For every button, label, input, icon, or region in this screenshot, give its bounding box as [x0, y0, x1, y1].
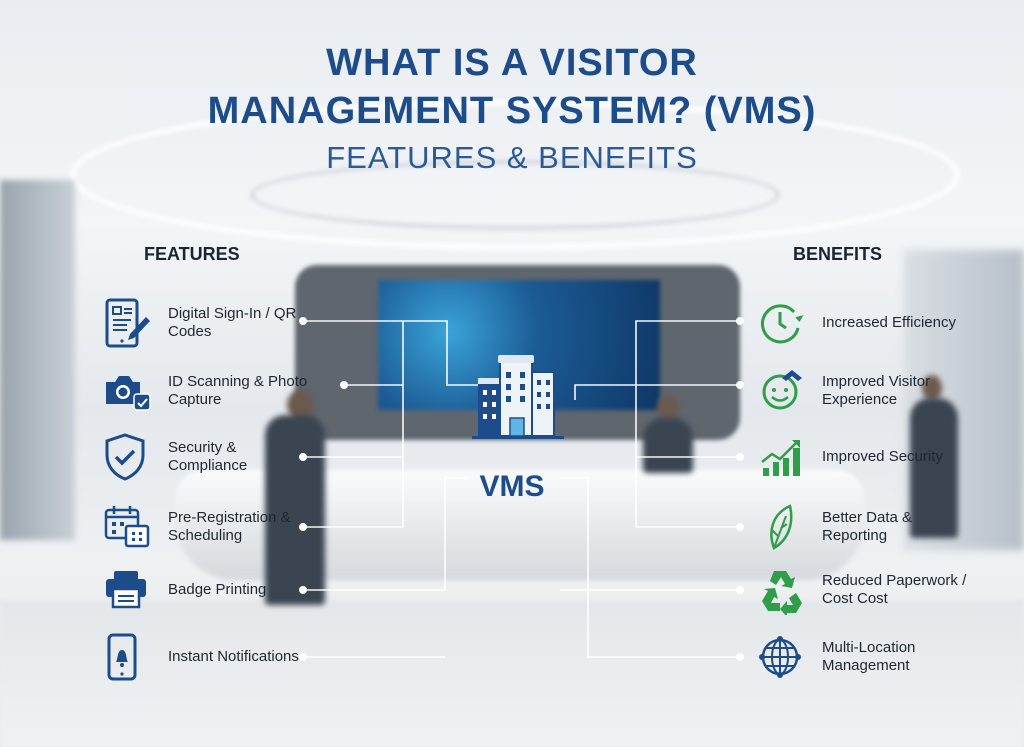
feature-item: Pre-Registration & Scheduling — [104, 502, 318, 552]
feature-item: ID Scanning & Photo Capture — [104, 366, 318, 416]
benefit-item: Better Data & Reporting — [758, 502, 972, 552]
leaf-icon — [770, 504, 793, 550]
shield-check-icon — [105, 433, 145, 481]
phone-bell-icon — [107, 633, 137, 681]
benefit-item: Multi-Location Management — [758, 632, 972, 682]
title-line-2: MANAGEMENT SYSTEM? (VMS) — [207, 90, 817, 132]
benefit-label: Improved Security — [822, 448, 943, 465]
benefit-label: Increased Efficiency — [822, 314, 956, 331]
benefit-label: Multi-Location Management — [822, 639, 916, 674]
clock-icon — [761, 304, 804, 344]
feature-item: Digital Sign-In / QR Codes — [104, 298, 318, 348]
tablet-pen-icon — [105, 298, 150, 348]
globe-icon — [759, 636, 801, 678]
building-icon — [472, 355, 564, 439]
feature-label: Pre-Registration & Scheduling — [168, 509, 291, 544]
feature-label: ID Scanning & Photo Capture — [168, 373, 308, 408]
benefit-item: Increased Efficiency — [758, 298, 972, 348]
benefit-item: Reduced Paperwork / Cost Cost — [758, 565, 972, 615]
subtitle: FEATURES & BENEFITS — [326, 140, 698, 175]
recycle-icon — [762, 571, 802, 615]
feature-item: Security & Compliance — [104, 432, 318, 482]
benefit-item: Improved Visitor Experience — [758, 366, 972, 416]
camera-icon — [106, 376, 151, 411]
feature-label: Instant Notifications — [168, 648, 299, 665]
benefits-heading: BENEFITS — [793, 244, 883, 264]
printer-icon — [106, 571, 146, 609]
vms-label: VMS — [479, 470, 545, 503]
benefit-label: Better Data & Reporting — [822, 509, 913, 544]
feature-label: Digital Sign-In / QR Codes — [168, 305, 297, 340]
features-heading: FEATURES — [144, 244, 240, 264]
benefit-item: Improved Security — [758, 432, 972, 482]
smiley-icon — [762, 370, 802, 410]
feature-label: Badge Printing — [168, 581, 267, 598]
feature-item: Badge Printing — [104, 565, 318, 615]
feature-label: Security & Compliance — [168, 439, 248, 474]
calendar-icon — [104, 506, 150, 548]
feature-item: Instant Notifications — [104, 632, 318, 682]
benefit-label: Reduced Paperwork / Cost Cost — [822, 572, 967, 607]
growth-chart-icon — [761, 440, 800, 476]
benefit-label: Improved Visitor Experience — [822, 373, 931, 408]
title-line-1: WHAT IS A VISITOR — [326, 42, 698, 84]
